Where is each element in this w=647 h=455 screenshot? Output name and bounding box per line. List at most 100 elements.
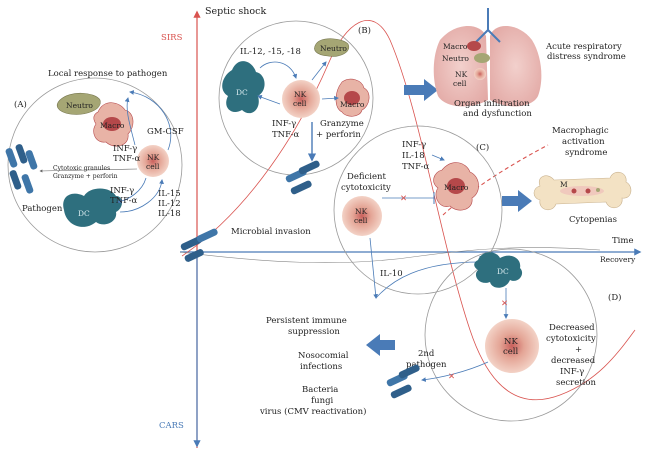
- nk-to-pathogen-arrow: [421, 361, 489, 382]
- panel-a-macro: Macro: [100, 121, 125, 130]
- panel-c-letter: (C): [476, 142, 489, 153]
- lung-neutro-icon: [474, 53, 490, 63]
- perforin-label: + perforin: [316, 130, 361, 140]
- panel-a-nk-line1: NK: [147, 153, 160, 162]
- panel-d-circle: [424, 248, 598, 422]
- panel-b-macro: Macro: [340, 100, 365, 109]
- organ-line1: Organ infiltration: [454, 99, 530, 109]
- panel-c-tnf-alpha: TNF-α: [402, 162, 429, 172]
- lungs: Macro Neutro NK cell Acute respiratory d…: [433, 8, 626, 119]
- interleukins-label: IL-12, -15, -18: [240, 47, 301, 57]
- il10-curve: [375, 261, 481, 299]
- lung-nk-line1: NK: [455, 70, 468, 79]
- panel-b-letter: (B): [358, 25, 371, 36]
- nk-cell-icon-b: [282, 80, 320, 118]
- panel-d-nk-line1: NK: [504, 337, 518, 347]
- nk-to-macro-arrow-b: [321, 95, 339, 101]
- il18-label: IL-18: [158, 209, 181, 219]
- panel-a-title: Local response to pathogen: [48, 69, 168, 79]
- bone-icon: [533, 171, 632, 211]
- d-to-outcomes-arrow: [366, 334, 395, 356]
- dc-block-cross: ✕: [501, 299, 508, 309]
- decreased1-label: Decreased: [549, 323, 595, 333]
- panel-a-inf-gamma: INF-γ: [113, 144, 137, 154]
- nk-cell-icon-d: [485, 319, 539, 373]
- panel-b-dc: DC: [236, 88, 248, 97]
- time-label: Time: [612, 236, 633, 246]
- mas-line3: syndrome: [565, 148, 607, 158]
- nk-to-dc-arrow-b: [257, 95, 281, 105]
- axes: Septic shock SIRS CARS Time Recovery Mic…: [159, 6, 642, 448]
- deficient-label: Deficient: [347, 172, 386, 182]
- cytotoxicity-d-label: cytotoxicity: [546, 334, 596, 344]
- dendritic-cell-icon-b: [222, 61, 265, 114]
- microbial-invasion-label: Microbial invasion: [231, 227, 311, 237]
- panel-c-nk-line1: NK: [355, 207, 368, 216]
- pathogen-icon-d: [386, 364, 420, 399]
- macrophage-nucleus-b: [344, 91, 360, 105]
- bone-m-label: M: [560, 180, 568, 189]
- panel-b-neutro: Neutro: [320, 44, 347, 53]
- macrophage-nucleus-c: [447, 178, 465, 194]
- plus-label: +: [575, 345, 582, 355]
- inhibit-cross: ✕: [400, 194, 407, 204]
- dendritic-cell-icon-d: [474, 252, 523, 288]
- pathogen-icon: [5, 144, 38, 194]
- panel-d: (D) DC ✕ NK cell Decreased cytotoxicity …: [386, 248, 621, 422]
- nk-to-il10-arrow: [369, 237, 379, 299]
- cytotoxicity-label: cytotoxicity: [341, 183, 391, 193]
- ards-line1: Acute respiratory: [545, 42, 622, 52]
- macrophage-nucleus: [103, 117, 121, 131]
- decreased2-label: decreased: [551, 356, 596, 366]
- panel-b-nk-line1: NK: [294, 90, 307, 99]
- nk-cell-icon: [137, 145, 169, 177]
- panel-a-neutro: Neutro: [66, 101, 93, 110]
- panel-d-inf-gamma: INF-γ: [560, 367, 584, 377]
- nk-cell-icon-c: [342, 196, 382, 236]
- panel-a-inf-gamma-2: INF-γ: [110, 186, 134, 196]
- panel-c-il18: IL-18: [402, 151, 425, 161]
- virus-label: virus (CMV reactivation): [259, 406, 366, 417]
- microbial-invasion-bacteria: [180, 228, 218, 262]
- cytotoxic-granules-label: Cytotoxic granules: [53, 165, 110, 172]
- panel-d-letter: (D): [608, 292, 621, 303]
- gmcsf-arrow: [129, 90, 172, 151]
- lung-macro-label: Macro: [443, 42, 468, 51]
- panel-c-inf-gamma: INF-γ: [402, 140, 426, 150]
- cars-label: CARS: [159, 421, 184, 431]
- panel-b: (B) IL-12, -15, -18 Neutro DC NK cell Ma…: [218, 20, 374, 195]
- outcomes: Persistent immune suppression Nosocomial…: [259, 316, 366, 417]
- persistent-line2: suppression: [288, 327, 340, 337]
- panel-b-tnf-alpha: TNF-α: [272, 130, 299, 140]
- ards-line2: distress syndrome: [547, 52, 626, 62]
- nk-to-neutro-arrow: [311, 61, 327, 81]
- dendritic-cell-icon: [63, 188, 122, 227]
- persistent-line1: Persistent immune: [266, 316, 347, 326]
- cytopenias-label: Cytopenias: [569, 215, 617, 225]
- panel-c: (C) INF-γ IL-18 TNF-α Deficient cytotoxi…: [333, 125, 609, 299]
- c-to-bone-arrow: [502, 190, 532, 212]
- pathogen-block-cross: ✕: [448, 372, 455, 382]
- panel-b-nk-line2: cell: [293, 99, 307, 108]
- sirs-label: SIRS: [161, 33, 183, 43]
- fungi-label: fungi: [311, 396, 334, 406]
- cytokine-to-macro-arrow: [431, 154, 445, 161]
- panel-b-inf-gamma: INF-γ: [272, 119, 296, 129]
- mas-line2: activation: [562, 137, 605, 147]
- lung-neutro-label: Neutro: [442, 54, 469, 63]
- nk-to-dc-arrow: [117, 177, 147, 204]
- organ-line2: and dysfunction: [463, 109, 532, 119]
- panel-a-dc: DC: [78, 209, 90, 218]
- lung-macro-icon: [467, 41, 481, 51]
- second-label: 2nd: [418, 349, 435, 359]
- septic-shock-label: Septic shock: [205, 6, 266, 17]
- panel-a-tnf-alpha-2: TNF-α: [110, 196, 137, 206]
- panel-c-macro: Macro: [444, 183, 469, 192]
- neutrophil-icon: [57, 92, 101, 115]
- neutrophil-icon-b: [314, 38, 350, 57]
- granules-arrow: [39, 168, 138, 173]
- panel-a-circle: [7, 77, 183, 253]
- pathogen-d-label: pathogen: [406, 360, 447, 370]
- il12-label: IL-12: [158, 199, 181, 209]
